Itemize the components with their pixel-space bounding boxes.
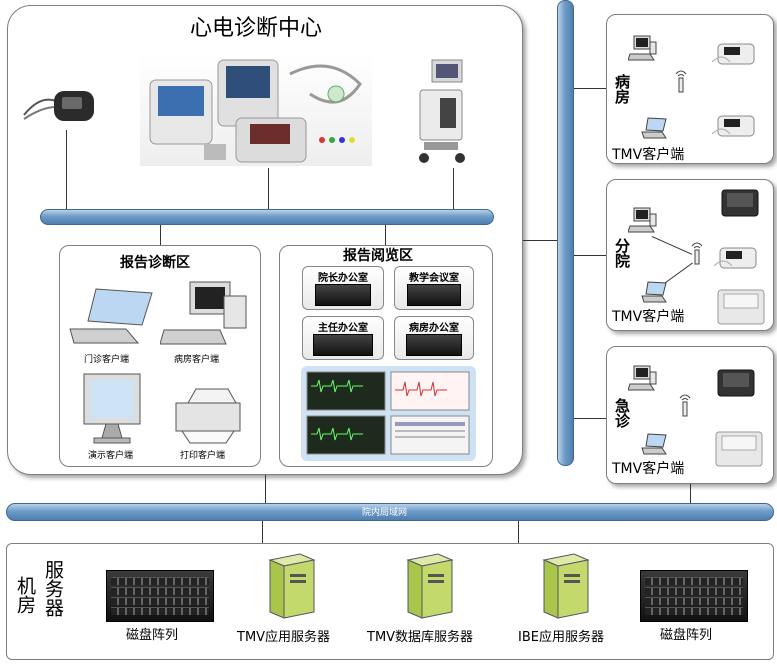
diagnosis-item-label: 门诊客户端 (84, 355, 130, 365)
ecg-device-icon (711, 38, 762, 72)
laptop-icon (640, 116, 670, 144)
server-room-subtitle: 服务器 (42, 560, 64, 617)
server-tower-image (538, 552, 592, 619)
ecg-software-screenshots (301, 366, 476, 461)
site-client-label: TMV客户端 (612, 461, 685, 477)
ecg-device-icon (714, 428, 764, 472)
ecg-machines-image (140, 54, 372, 166)
site-client-label: TMV客户端 (612, 309, 685, 325)
connector (265, 475, 266, 503)
backbone-vertical-pipe (557, 0, 574, 466)
connector (268, 168, 269, 210)
review-room-card: 病房办公室 (394, 316, 474, 360)
lan-label: 院内局域网 (362, 508, 408, 518)
ecg-device-icon (713, 242, 764, 276)
wireless-antenna-icon (690, 240, 704, 270)
review-room-card: 院长办公室 (302, 266, 384, 310)
holter-recorder-image (22, 85, 100, 127)
diagnosis-item-label: 打印客户端 (180, 451, 226, 461)
site-client-label: TMV客户端 (612, 147, 685, 163)
review-room-card: 教学会议室 (394, 266, 474, 310)
desktop-computer-icon (627, 34, 658, 66)
center-title: 心电诊断中心 (190, 16, 323, 41)
connector (262, 521, 263, 543)
connector (574, 255, 606, 256)
rack-row (111, 597, 209, 605)
server-tower-image (402, 552, 456, 619)
connector (453, 168, 454, 210)
disk-array-image (106, 570, 214, 622)
server-item-label: TMV数据库服务器 (367, 630, 474, 645)
laptop-icon (640, 432, 670, 460)
laptop-icon (640, 280, 670, 308)
site-name: 病房 (613, 74, 631, 104)
wireless-antenna-icon (678, 392, 692, 422)
diagnosis-item-label: 病房客户端 (174, 355, 220, 365)
connector (385, 225, 386, 245)
connector (66, 130, 67, 210)
server-tower-image (264, 552, 318, 619)
diagnosis-zone-title: 报告诊断区 (120, 255, 190, 271)
display-screen (407, 284, 461, 306)
monitor-icon (78, 372, 158, 450)
rack-row (645, 607, 743, 615)
review-room-label: 主任办公室 (318, 323, 368, 334)
review-room-label: 教学会议室 (409, 273, 459, 284)
wireless-antenna-icon (674, 68, 688, 98)
server-item-label: 磁盘阵列 (660, 628, 713, 643)
rack-row (645, 597, 743, 605)
server-room-title: 机房 (14, 576, 36, 614)
desktop-computer-icon (627, 364, 658, 396)
review-room-card: 主任办公室 (302, 316, 384, 360)
disk-array-image (640, 570, 748, 622)
review-room-label: 病房办公室 (409, 323, 459, 334)
desktop-computer-icon (159, 280, 252, 354)
rack-row (111, 587, 209, 595)
site-name: 分院 (613, 238, 631, 268)
connector (690, 484, 691, 503)
center-bus-pipe (40, 209, 494, 225)
rack-row (645, 587, 743, 595)
server-item-label: IBE应用服务器 (518, 630, 604, 645)
cart-workstation-image (410, 58, 475, 166)
laptop-icon (66, 285, 156, 349)
rack-row (645, 577, 743, 585)
printer-icon (168, 385, 248, 449)
ecg-device-icon (711, 110, 762, 144)
server-item-label: 磁盘阵列 (126, 628, 179, 643)
diagnosis-item-label: 演示客户端 (88, 451, 134, 461)
ecg-device-icon (714, 366, 760, 404)
review-zone-title: 报告阅览区 (343, 248, 413, 264)
connector (518, 521, 519, 543)
display-screen (313, 334, 373, 356)
display-screen (315, 284, 371, 306)
connector (574, 418, 606, 419)
connector (574, 88, 606, 89)
desktop-computer-icon (627, 206, 658, 238)
ecg-device-icon (718, 186, 764, 224)
lan-pipe (6, 503, 774, 521)
connector (523, 240, 559, 241)
connector (160, 225, 161, 245)
ecg-device-icon (716, 286, 766, 330)
server-item-label: TMV应用服务器 (237, 630, 331, 645)
site-name: 急诊 (613, 398, 631, 428)
rack-row (111, 607, 209, 615)
review-room-label: 院长办公室 (318, 273, 368, 284)
display-screen (406, 334, 462, 356)
rack-row (111, 577, 209, 585)
